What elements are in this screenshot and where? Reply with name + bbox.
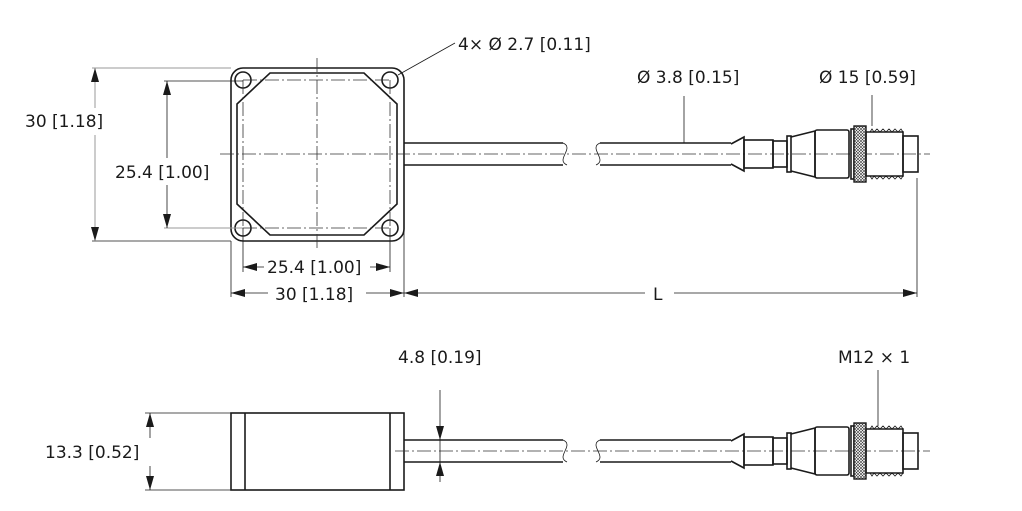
cable-diameter-label: Ø 3.8 [0.15] xyxy=(637,68,739,88)
height-hole-spacing-label: 25.4 [1.00] xyxy=(115,163,209,183)
width-outer-label: 30 [1.18] xyxy=(275,285,353,305)
cable xyxy=(404,142,563,166)
side-view: 4.8 [0.19] M12 × 1 13.3 [0.52] xyxy=(45,348,930,491)
thread-label: M12 × 1 xyxy=(838,348,910,368)
housing-outline xyxy=(230,67,405,242)
connector-diameter-label: Ø 15 [0.59] xyxy=(819,68,916,88)
length-label: L xyxy=(653,285,663,305)
sensing-face xyxy=(236,72,398,236)
housing-side xyxy=(230,412,405,491)
thickness-label: 13.3 [0.52] xyxy=(45,443,139,463)
top-view: 4× Ø 2.7 [0.11] Ø 3.8 [0.15] Ø 15 [0.59]… xyxy=(25,35,930,305)
hole-callout: 4× Ø 2.7 [0.11] xyxy=(458,35,591,55)
cable-offset-label: 4.8 [0.19] xyxy=(398,348,482,368)
width-hole-spacing-label: 25.4 [1.00] xyxy=(267,258,361,278)
height-outer-label: 30 [1.18] xyxy=(25,112,103,132)
